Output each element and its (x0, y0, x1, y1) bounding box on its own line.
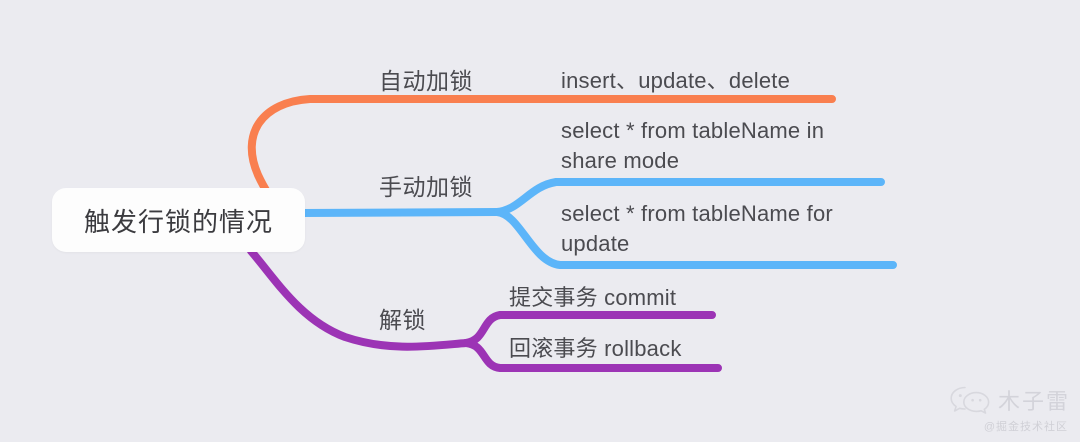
topic-dml-statements-label: insert、update、delete (561, 68, 791, 93)
topic-dml-statements[interactable]: insert、update、delete (561, 66, 790, 96)
topic-commit-label: 提交事务 commit (509, 285, 677, 310)
wechat-icon (950, 386, 990, 414)
branch-line-unlock (247, 247, 470, 351)
topic-manual-lock-label: 手动加锁 (379, 174, 473, 200)
root-node[interactable]: 触发行锁的情况 (52, 188, 305, 252)
topic-rollback[interactable]: 回滚事务 rollback (509, 334, 682, 364)
topic-unlock-label: 解锁 (379, 307, 426, 333)
watermark-main: 木子雷 (949, 384, 1070, 416)
topic-rollback-label: 回滚事务 rollback (509, 336, 682, 361)
topic-share-mode-label: select * from tableName in share mode (561, 118, 825, 173)
topic-share-mode[interactable]: select * from tableName in share mode (561, 116, 881, 175)
topic-for-update[interactable]: select * from tableName for update (561, 199, 891, 258)
topic-for-update-label: select * from tableName for update (561, 201, 833, 256)
topic-unlock[interactable]: 解锁 (379, 305, 426, 336)
watermark: 木子雷 @掘金技术社区 (949, 384, 1070, 434)
watermark-subtitle: @掘金技术社区 (983, 421, 1068, 433)
branch-line-manual-lock (298, 208, 501, 217)
topic-auto-lock[interactable]: 自动加锁 (379, 66, 473, 97)
root-node-label: 触发行锁的情况 (83, 206, 273, 237)
topic-manual-lock[interactable]: 手动加锁 (379, 172, 473, 203)
topic-commit[interactable]: 提交事务 commit (509, 283, 676, 313)
topic-auto-lock-label: 自动加锁 (379, 68, 473, 94)
watermark-name: 木子雷 (997, 389, 1070, 414)
